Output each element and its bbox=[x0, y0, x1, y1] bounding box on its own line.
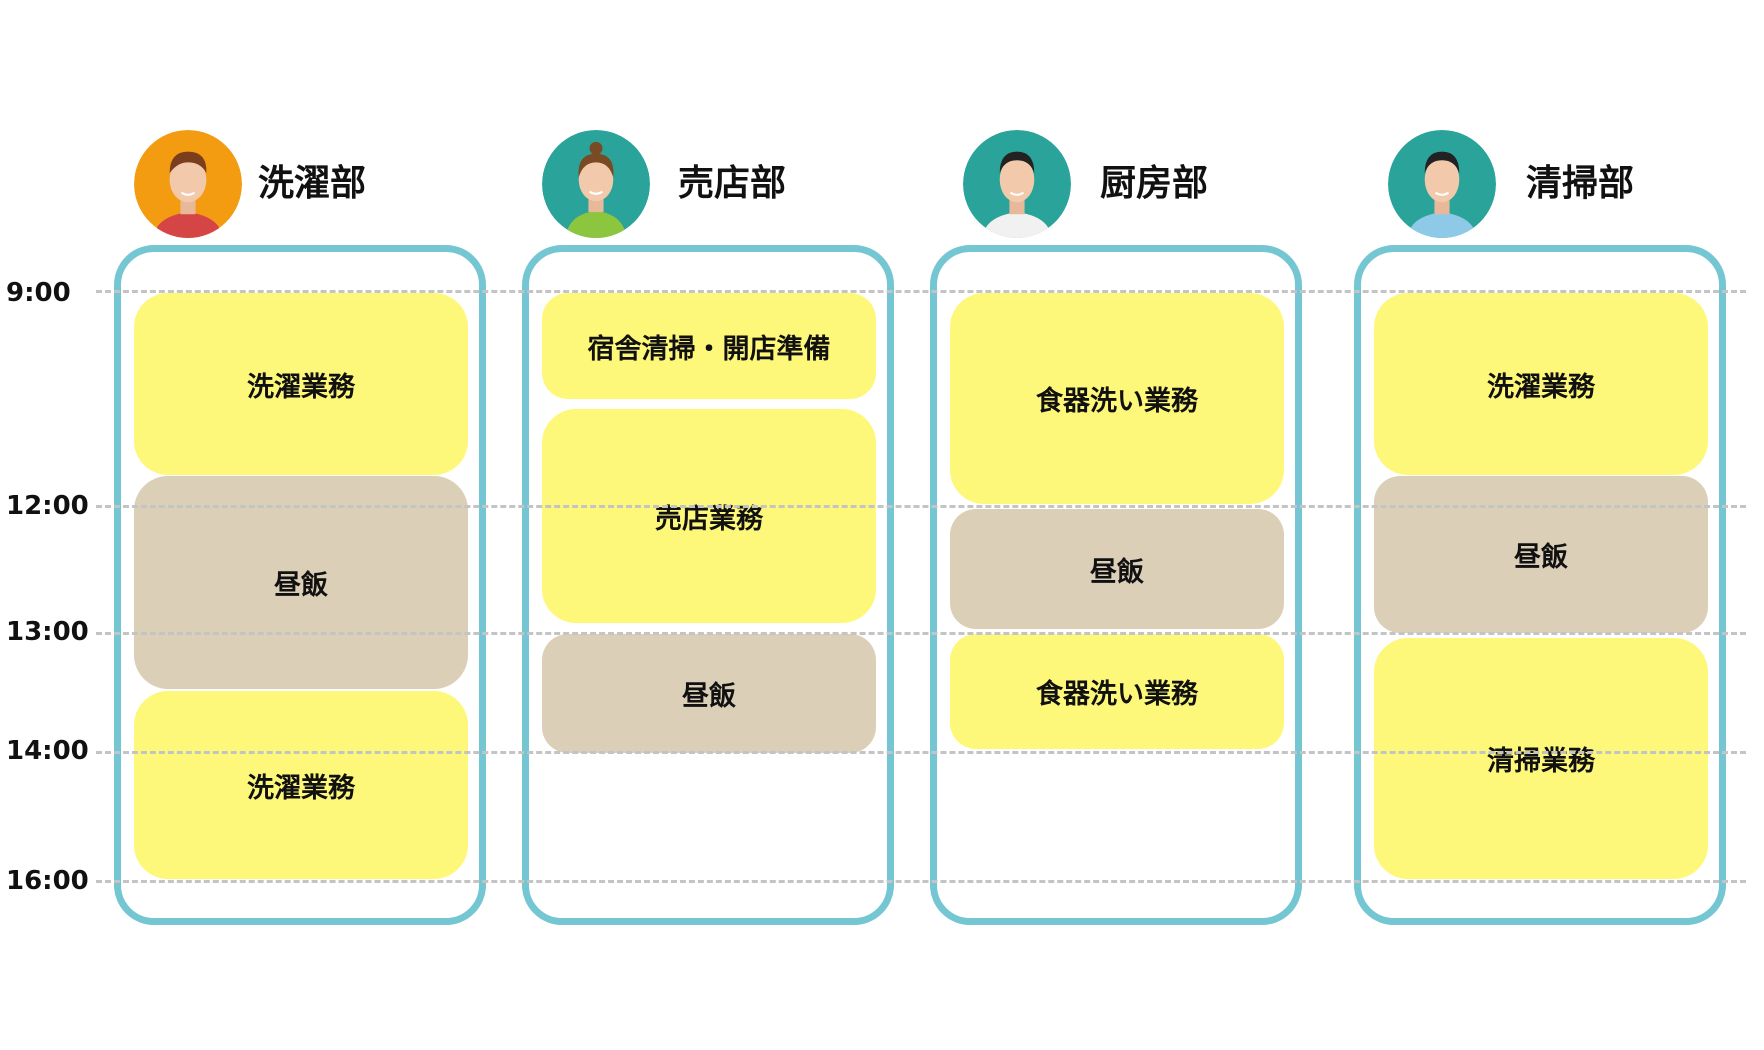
time-gridline bbox=[96, 290, 1746, 293]
time-label-12: 12:00 bbox=[6, 491, 89, 521]
schedule-block: 昼飯 bbox=[134, 476, 468, 689]
time-label-16: 16:00 bbox=[6, 866, 89, 896]
schedule-block: 食器洗い業務 bbox=[950, 634, 1284, 749]
time-label-13: 13:00 bbox=[6, 617, 89, 647]
schedule-block: 昼飯 bbox=[1374, 476, 1708, 633]
schedule-block: 宿舎清掃・開店準備 bbox=[542, 293, 876, 399]
schedule-block: 食器洗い業務 bbox=[950, 293, 1284, 504]
department-column bbox=[930, 245, 1302, 925]
schedule-block: 昼飯 bbox=[542, 634, 876, 753]
department-column bbox=[1354, 245, 1726, 925]
schedule-block: 洗濯業務 bbox=[134, 691, 468, 879]
schedule-block: 昼飯 bbox=[950, 509, 1284, 629]
department-column bbox=[114, 245, 486, 925]
department-column bbox=[522, 245, 894, 925]
department-title: 清掃部 bbox=[1526, 163, 1635, 204]
schedule-block: 売店業務 bbox=[542, 409, 876, 623]
department-title: 売店部 bbox=[678, 163, 787, 204]
time-gridline bbox=[96, 505, 1746, 508]
time-gridline bbox=[96, 751, 1746, 754]
man-orange-avatar-icon bbox=[134, 130, 242, 238]
time-gridline bbox=[96, 880, 1746, 883]
time-gridline bbox=[96, 632, 1746, 635]
department-title: 洗濯部 bbox=[258, 163, 367, 204]
schedule-block: 洗濯業務 bbox=[1374, 293, 1708, 475]
woman-teal-avatar-icon bbox=[542, 130, 650, 238]
man-white-shirt-avatar-icon bbox=[963, 130, 1071, 238]
schedule-block: 清掃業務 bbox=[1374, 638, 1708, 879]
time-label-14: 14:00 bbox=[6, 736, 89, 766]
department-title: 厨房部 bbox=[1100, 163, 1209, 204]
schedule-block: 洗濯業務 bbox=[134, 293, 468, 475]
time-label-9: 9:00 bbox=[6, 278, 71, 308]
man-blue-shirt-avatar-icon bbox=[1388, 130, 1496, 238]
